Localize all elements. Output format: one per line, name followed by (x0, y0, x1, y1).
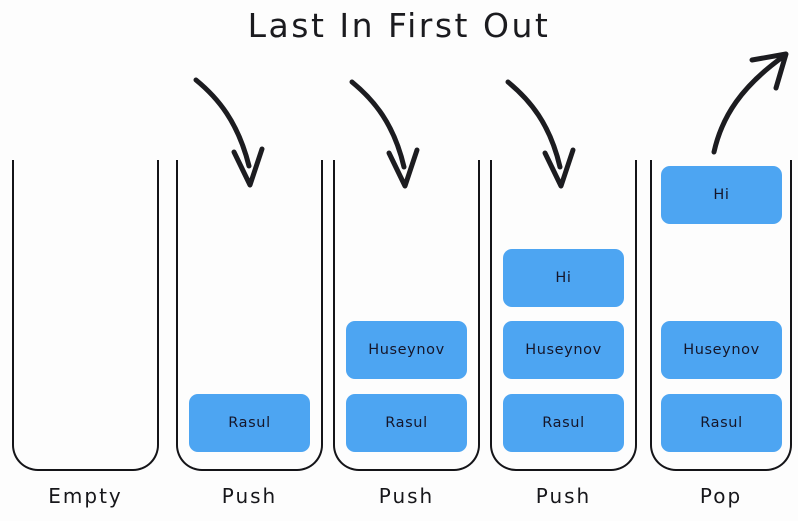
stack-label-push-2: Push (378, 484, 435, 508)
page-title: Last In First Out (247, 6, 551, 45)
stack-block[interactable]: Rasul (346, 394, 467, 452)
stack-block[interactable]: Rasul (503, 394, 624, 452)
stack-label-pop: Pop (699, 484, 743, 508)
stack-container (12, 160, 159, 471)
stack-block[interactable]: Huseynov (346, 321, 467, 379)
stack-container (650, 160, 792, 471)
stack-container (176, 160, 323, 471)
stack-block[interactable]: Rasul (189, 394, 310, 452)
stack-label-empty: Empty (48, 484, 123, 508)
popped-block[interactable]: Hi (661, 166, 782, 224)
stack-label-push-1: Push (221, 484, 278, 508)
stack-label-push-3: Push (535, 484, 592, 508)
stack-block[interactable]: Huseynov (661, 321, 782, 379)
stack-block[interactable]: Huseynov (503, 321, 624, 379)
stack-block[interactable]: Rasul (661, 394, 782, 452)
stack-container (333, 160, 480, 471)
stack-block[interactable]: Hi (503, 249, 624, 307)
pop-arrow-up-icon (711, 51, 789, 155)
stack-container (490, 160, 637, 471)
